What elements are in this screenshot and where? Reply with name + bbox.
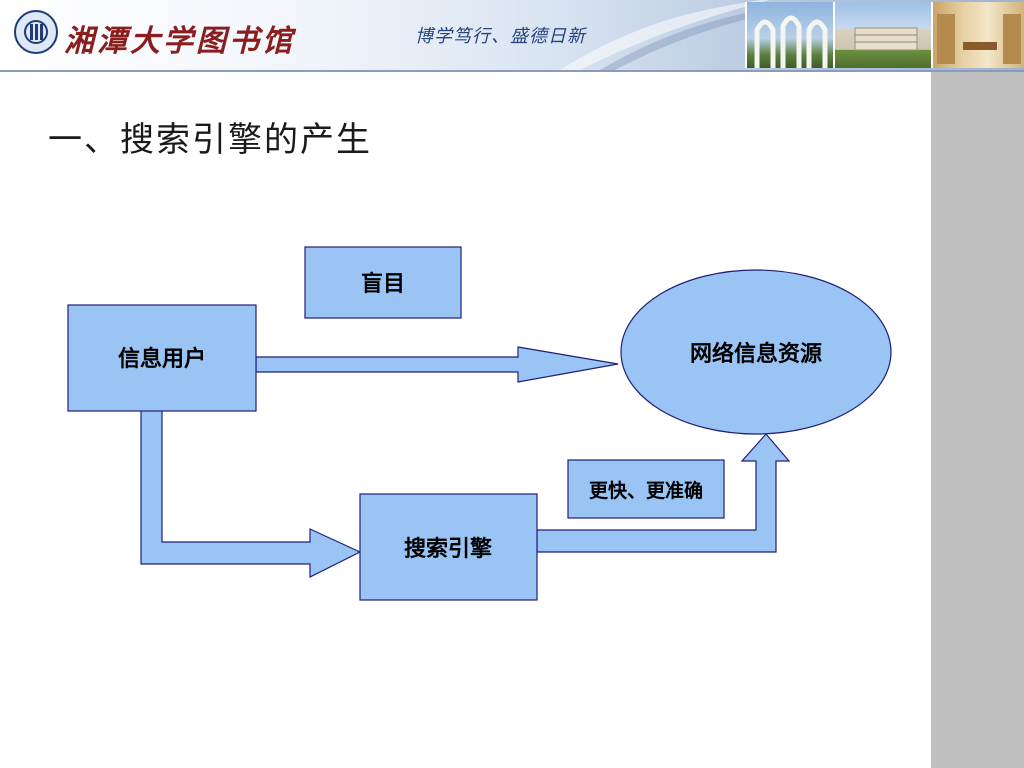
resource-ellipse xyxy=(620,269,892,435)
resource-label: 网络信息资源 xyxy=(690,341,822,367)
banner-divider xyxy=(0,70,1024,72)
campus-building-photo xyxy=(833,2,931,68)
flow-diagram: 盲目 信息用户 网络信息资源 更快、更准确 搜索引擎 xyxy=(67,246,892,601)
slide-sidebar xyxy=(931,72,1024,768)
gate-arches-icon xyxy=(754,15,828,68)
arrow-user-to-resource xyxy=(255,346,619,383)
university-seal-icon xyxy=(14,10,58,54)
seal-inner-ring xyxy=(24,20,48,44)
engine-label: 搜索引擎 xyxy=(404,536,492,562)
bookshelf-icon xyxy=(937,14,1021,64)
user-box xyxy=(67,304,257,412)
faster-box xyxy=(567,459,725,519)
seal-mark xyxy=(40,24,43,40)
seal-mark xyxy=(35,24,38,40)
header-banner: 湘潭大学图书馆 博学笃行、盛德日新 xyxy=(0,0,1024,70)
slide-title: 一、搜索引擎的产生 xyxy=(48,120,372,160)
user-label: 信息用户 xyxy=(118,346,206,372)
arrow-user-to-engine xyxy=(140,409,362,578)
building-windows-icon xyxy=(854,27,918,51)
arrow-engine-to-resource xyxy=(536,433,791,553)
banner-swoosh xyxy=(560,0,770,70)
campus-gate-photo xyxy=(745,2,833,68)
seal-mark xyxy=(30,24,33,40)
library-shelves-photo xyxy=(931,2,1024,68)
faster-label: 更快、更准确 xyxy=(589,479,703,502)
blind-label: 盲目 xyxy=(361,271,405,297)
library-motto: 博学笃行、盛德日新 xyxy=(415,26,586,47)
library-name: 湘潭大学图书馆 xyxy=(64,24,295,59)
engine-box xyxy=(359,493,538,601)
blind-box xyxy=(304,246,462,319)
